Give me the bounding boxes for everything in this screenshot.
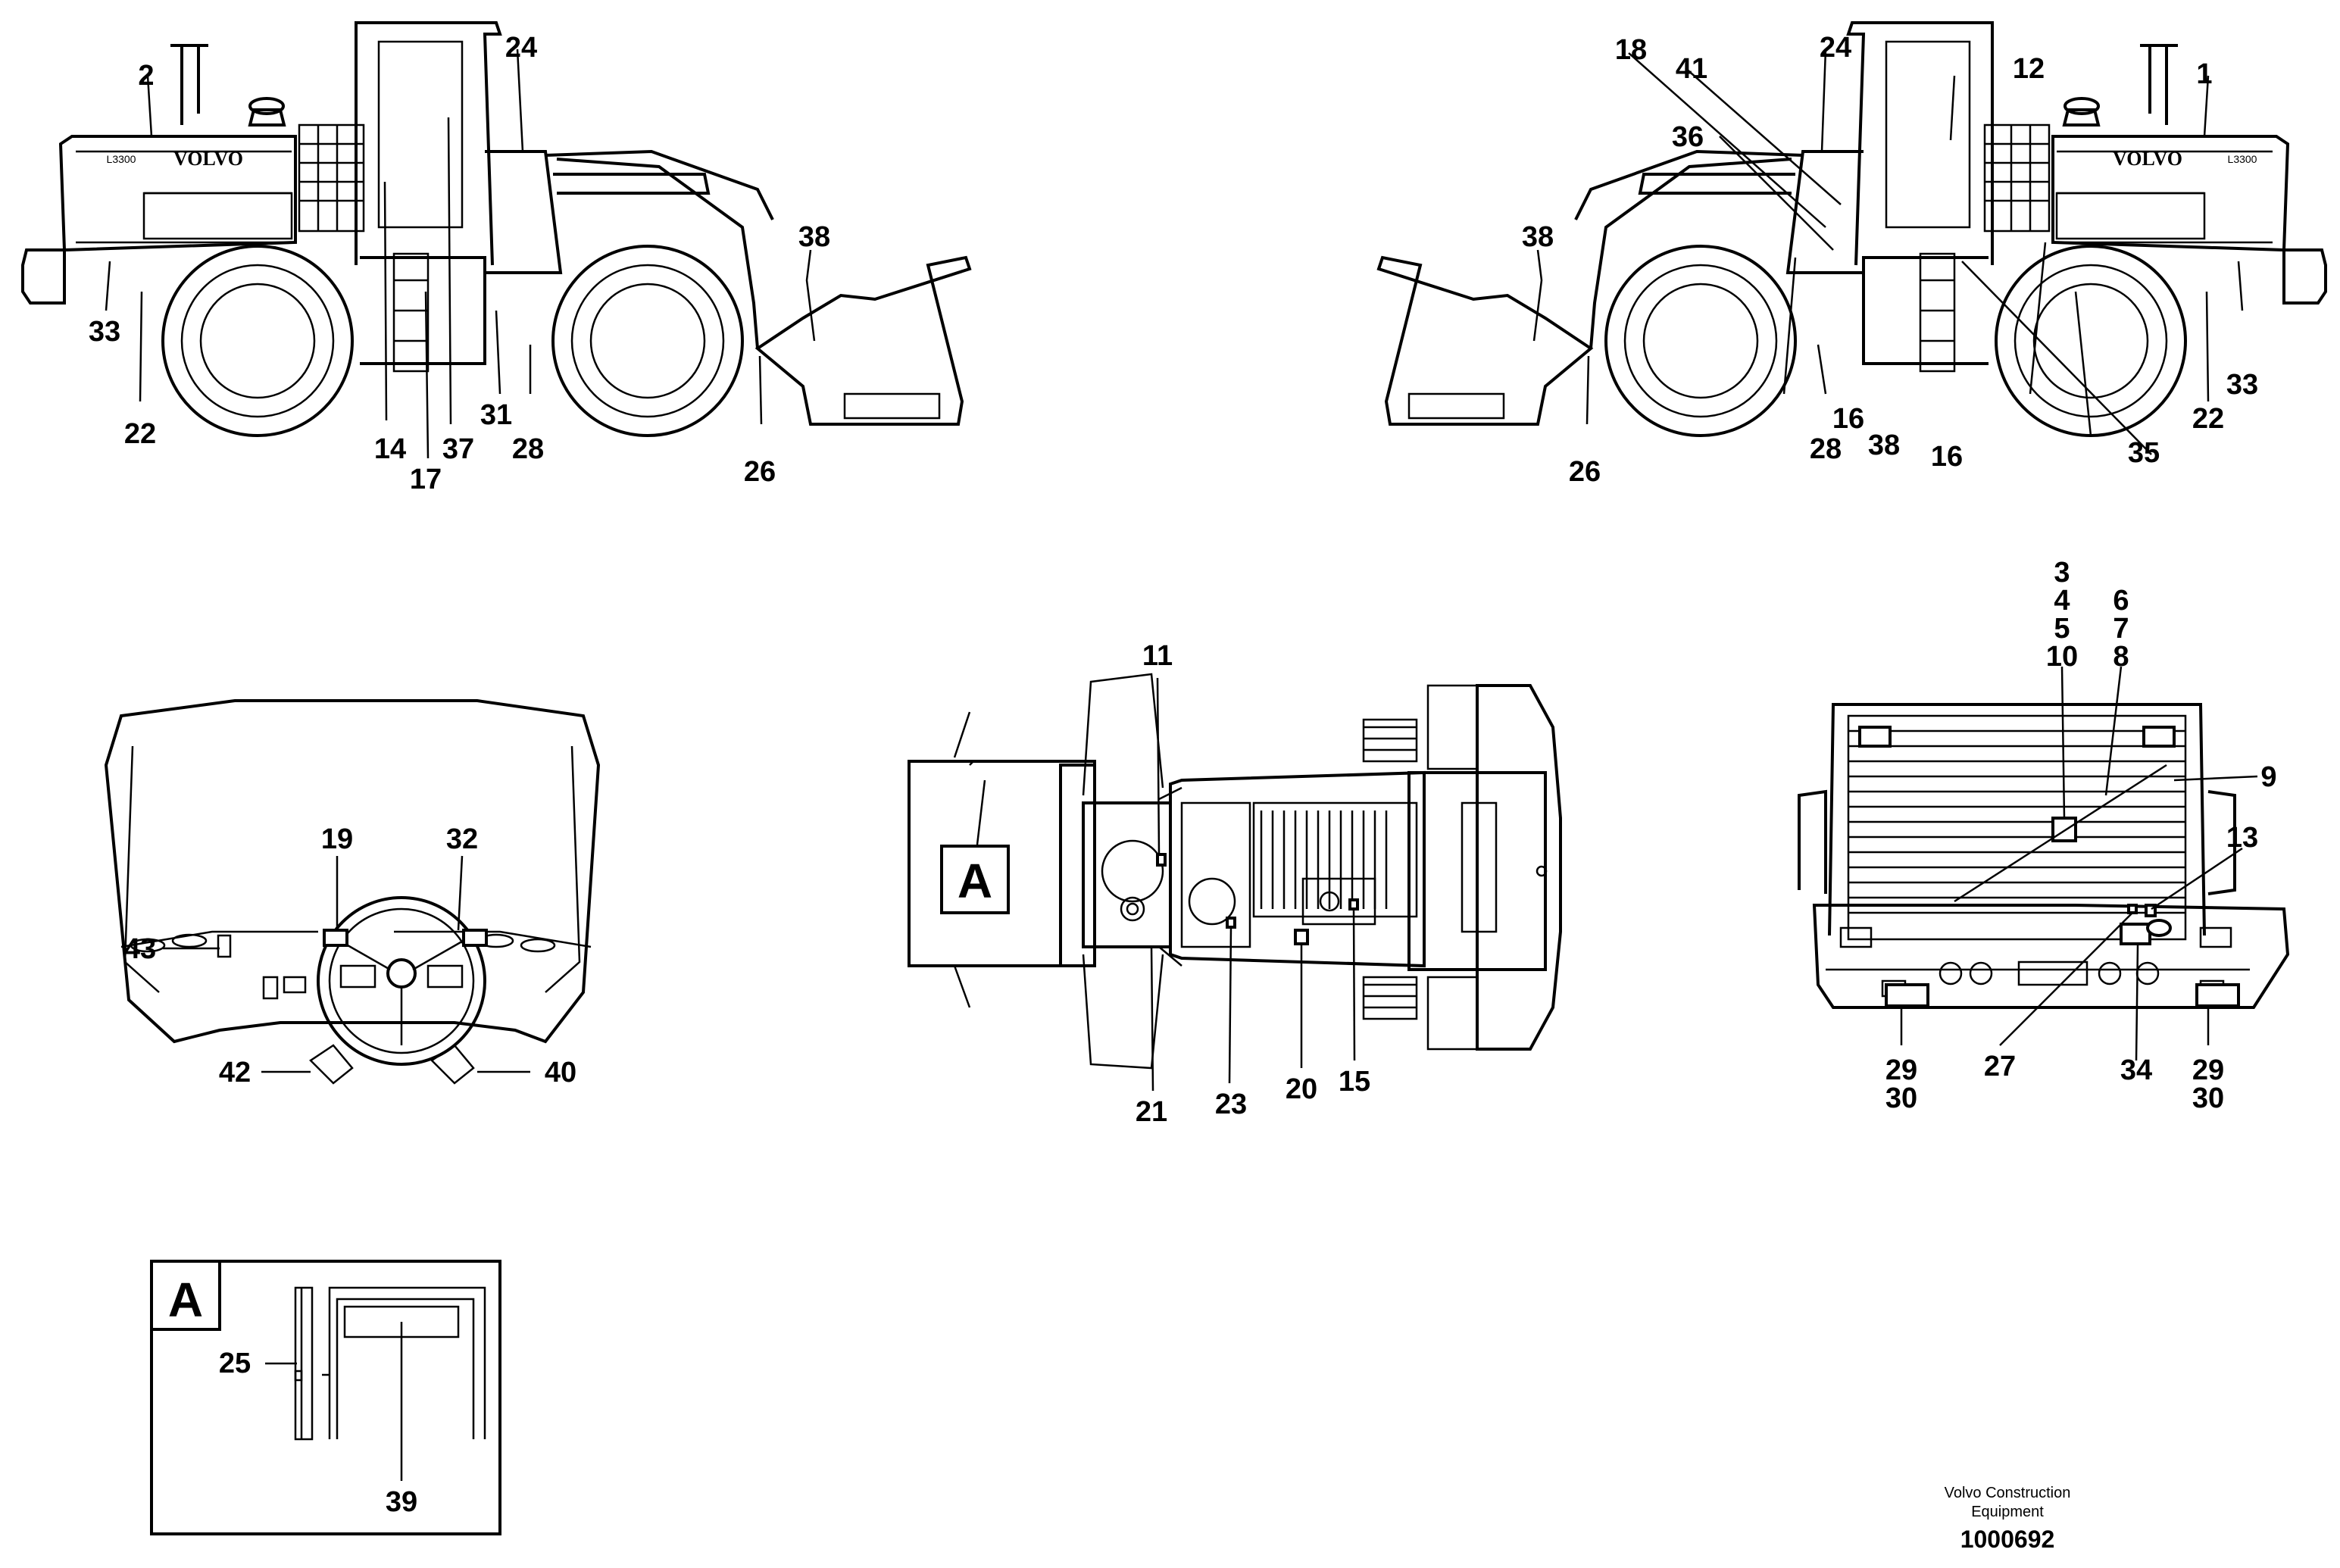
callout-16-a: 16 [1832, 403, 1864, 435]
callout-38: 38 [798, 221, 830, 253]
callout-26-right: 26 [1569, 456, 1601, 488]
callout-38-right: 38 [1522, 221, 1554, 253]
model-badge-left: L3300 [107, 153, 136, 165]
callout-1: 1 [2196, 58, 2212, 90]
callout-42: 42 [219, 1057, 251, 1089]
loader-top-view [908, 673, 1562, 1092]
callout-33-right: 33 [2226, 369, 2258, 401]
volvo-hood-decal-right: VOLVO [2113, 148, 2182, 170]
callout-39: 39 [386, 1486, 417, 1518]
callout-labels: 2 24 38 33 22 14 17 37 31 28 26 18 41 24… [89, 32, 2277, 1518]
callout-7: 7 [2113, 613, 2129, 645]
callout-18: 18 [1615, 34, 1647, 66]
callout-38-right-lower: 38 [1868, 429, 1900, 461]
callout-27: 27 [1984, 1051, 2016, 1082]
callout-2: 2 [138, 60, 154, 92]
callout-43: 43 [124, 933, 156, 965]
callout-37: 37 [442, 433, 474, 465]
callout-12: 12 [2013, 53, 2045, 85]
callout-28-right: 28 [1810, 433, 1842, 465]
loader-rear-view [1798, 666, 2290, 1061]
callout-5: 5 [2054, 613, 2070, 645]
callout-36: 36 [1672, 121, 1704, 153]
callout-15: 15 [1339, 1066, 1370, 1098]
callout-26: 26 [744, 456, 776, 488]
callout-29-right: 29 [2192, 1054, 2224, 1086]
detail-view-a [150, 1260, 501, 1535]
callout-41: 41 [1676, 53, 1707, 85]
model-badge-right: L3300 [2228, 153, 2257, 165]
callout-16-b: 16 [1931, 441, 1963, 473]
brand-line-1: Volvo Construction [1944, 1485, 2071, 1501]
loader-left-side-view [21, 21, 972, 459]
callout-20: 20 [1286, 1073, 1317, 1105]
callout-3: 3 [2054, 557, 2070, 589]
callout-6: 6 [2113, 585, 2129, 617]
loader-right-side-view [1376, 21, 2327, 437]
callout-29-left: 29 [1885, 1054, 1917, 1086]
callout-19: 19 [321, 823, 353, 855]
callout-31: 31 [480, 399, 512, 431]
callout-28: 28 [512, 433, 544, 465]
callout-10: 10 [2046, 641, 2078, 673]
callout-30-right: 30 [2192, 1082, 2224, 1114]
callout-21: 21 [1136, 1096, 1167, 1128]
callout-40: 40 [545, 1057, 576, 1089]
callout-35: 35 [2128, 437, 2160, 469]
callout-8: 8 [2113, 641, 2129, 673]
volvo-hood-decal-left: VOLVO [173, 148, 243, 170]
callout-30-left: 30 [1885, 1082, 1917, 1114]
view-marker-a: A [958, 854, 992, 908]
callout-22: 22 [124, 418, 156, 450]
callout-34: 34 [2120, 1054, 2152, 1086]
callout-23: 23 [1215, 1089, 1247, 1120]
callout-25: 25 [219, 1348, 251, 1379]
document-number: 1000692 [1960, 1526, 2055, 1553]
cab-dashboard-view [104, 699, 601, 1085]
callout-4: 4 [2054, 585, 2070, 617]
detail-a-marker: A [168, 1273, 203, 1327]
callout-9: 9 [2260, 761, 2276, 793]
callout-33: 33 [89, 316, 120, 348]
callout-13: 13 [2226, 822, 2258, 854]
callout-24-right: 24 [1820, 32, 1851, 64]
callout-14: 14 [374, 433, 406, 465]
callout-32: 32 [446, 823, 478, 855]
callout-24: 24 [505, 32, 537, 64]
brand-line-2: Equipment [1971, 1504, 2044, 1520]
callout-17: 17 [410, 464, 442, 495]
callout-11: 11 [1142, 640, 1173, 672]
callout-22-right: 22 [2192, 403, 2224, 435]
